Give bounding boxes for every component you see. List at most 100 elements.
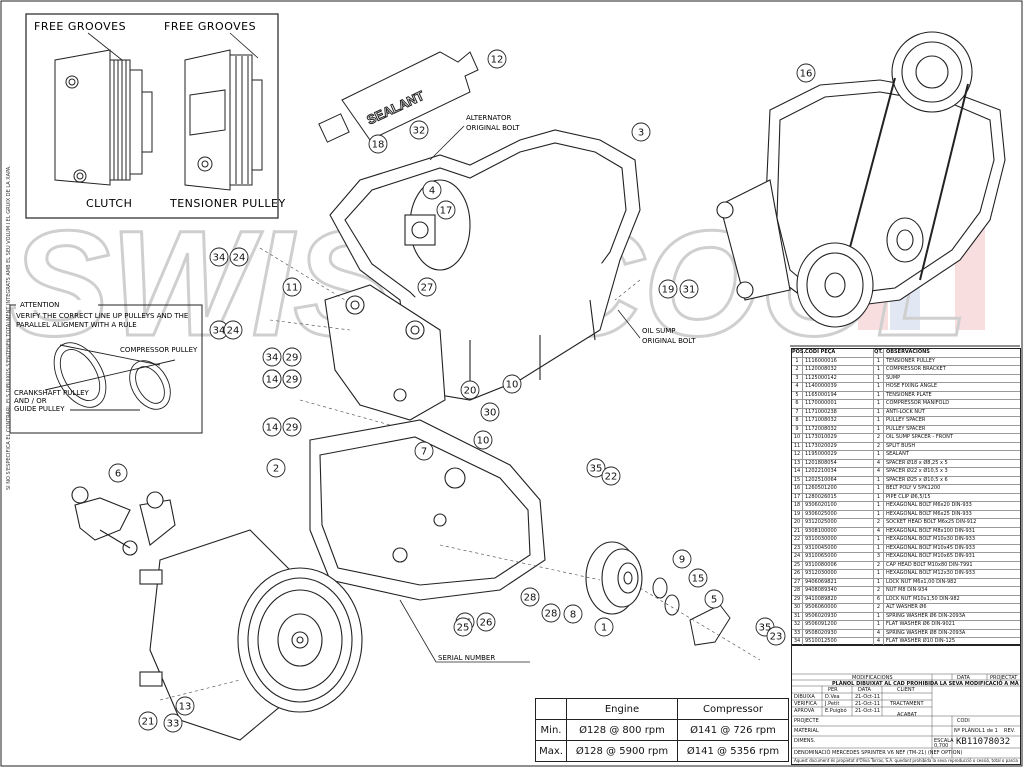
parts-cell-qty: 1	[874, 408, 884, 416]
parts-cell-pos: 7	[792, 408, 803, 416]
parts-cell-notes: CAP HEAD BOLT M10x80 DIN-7991	[886, 561, 973, 568]
callout-balloon: 29	[282, 369, 302, 389]
callout-number: 4	[429, 186, 435, 197]
tb-tractament: TRACTAMENT	[890, 701, 924, 707]
callout-balloon: 6	[108, 463, 128, 483]
parts-cell-pos: 19	[792, 510, 803, 518]
callout-number: 14	[266, 423, 279, 434]
parts-cell-code: 9406069821	[803, 578, 874, 586]
parts-cell-code: 9310030000	[803, 536, 874, 544]
rpm-col-compressor: Compressor	[703, 703, 763, 715]
parts-cell-qty: 3	[874, 553, 884, 561]
tb-material: MATERIAL	[794, 728, 819, 734]
parts-cell-qty: 1	[874, 570, 884, 578]
alternator-label-2: ORIGINAL BOLT	[466, 124, 520, 132]
callout-number: 1	[601, 623, 607, 634]
tb-projecte: PROJECTE	[794, 718, 819, 724]
tb-data: DATA	[957, 675, 970, 681]
tensioner-sketch	[184, 49, 263, 191]
callout-number: 20	[464, 386, 477, 397]
callout-number: 10	[506, 380, 519, 391]
drawing-number: KB11078032	[956, 737, 1011, 747]
callout-balloon: 14	[262, 417, 282, 437]
tb-escala: ESCALA	[934, 738, 954, 744]
callout-balloon: 15	[688, 568, 708, 588]
parts-cell-code: 9312030000	[803, 570, 874, 578]
parts-cell-pos: 10	[792, 434, 803, 442]
crankshaft-note-3: GUIDE PULLEY	[14, 405, 65, 413]
parts-cell-notes: LOCK NUT M10x1,50 DIN-982	[886, 595, 960, 602]
rpm-min-engine: Ø128 @ 800 rpm	[567, 720, 678, 740]
callout-balloon: 33	[163, 713, 183, 733]
callout-number: 11	[286, 283, 299, 294]
callout-balloon: 2	[266, 458, 286, 478]
header-notes: OBSERVACIONS	[886, 349, 930, 355]
callout-number: 29	[286, 375, 299, 386]
parts-cell-notes: SPRING WASHER Ø6 DIN-2093A	[886, 612, 966, 619]
parts-cell-notes: HEXAGONAL BOLT M12x30 DIN-933	[886, 570, 976, 576]
parts-cell-qty: 4	[874, 527, 884, 535]
parts-cell-notes: FLAT WASHER Ø10 DIN-125	[886, 638, 955, 644]
parts-cell-qty: 1	[874, 544, 884, 552]
tb-aprova: APROVA	[794, 708, 815, 714]
tb-client: CLIENT	[897, 687, 915, 693]
parts-cell-notes: SPRING WASHER Ø8 DIN-2093A	[886, 629, 966, 636]
callout-balloon: 14	[262, 369, 282, 389]
parts-cell-code: 1173010029	[803, 434, 874, 442]
callout-number: 35	[590, 464, 603, 475]
alternator-label-1: ALTERNATOR	[466, 114, 512, 122]
parts-cell-code: 9506020930	[803, 612, 874, 620]
parts-cell-code: 9510012500	[803, 638, 874, 646]
parts-cell-notes: SPACER Ø22 x Ø10,5 x 3	[886, 468, 948, 474]
tb-dimens: DIMENS.	[794, 738, 816, 744]
parts-cell-notes: BELT POLY V 5PK1200	[886, 485, 941, 491]
callout-number: 31	[683, 285, 696, 296]
callout-number: 10	[477, 436, 490, 447]
serial-number-label: SERIAL NUMBER	[438, 654, 495, 662]
rpm-min-label: Min.	[536, 720, 567, 740]
attention-title: ATTENTION	[20, 301, 59, 309]
callout-balloon: 28	[520, 587, 540, 607]
parts-cell-pos: 30	[792, 604, 803, 612]
callout-number: 30	[484, 408, 497, 419]
callout-number: 34	[266, 353, 279, 364]
rpm-table: Engine Compressor Min. Ø128 @ 800 rpm Ø1…	[535, 698, 789, 762]
callout-balloon: 32	[409, 120, 429, 140]
parts-cell-notes: NUT M8 DIN-934	[886, 587, 928, 593]
parts-cell-notes: ALT WASHER Ø6	[886, 604, 927, 610]
tb-plano-no: Nº PLÀNOL	[954, 728, 982, 734]
callout-number: 13	[179, 702, 192, 713]
callout-balloon: 11	[282, 277, 302, 297]
parts-cell-notes: HEXAGONAL BOLT M6x20 DIN-933	[886, 502, 972, 508]
parts-cell-notes: FLAT WASHER Ø6 DIN-9021	[886, 621, 955, 627]
tb-rev: REV.	[1004, 728, 1015, 734]
side-note: SI NO S'ESPECIFICA EL CONTRARI, ELS DIBU…	[6, 165, 12, 490]
parts-cell-notes: OIL SUMP SPACER - FRONT	[886, 434, 953, 440]
parts-cell-pos: 2	[792, 366, 803, 374]
callout-number: 28	[545, 609, 558, 620]
parts-cell-pos: 26	[792, 570, 803, 578]
callout-number: 3	[638, 128, 644, 139]
parts-cell-pos: 1	[792, 357, 803, 365]
attention-line-2: PARALLEL ALIGMENT WITH A RULE	[16, 321, 137, 329]
callout-balloon: 17	[436, 200, 456, 220]
parts-cell-code: 1260501200	[803, 485, 874, 493]
parts-cell-notes: COMPRESSOR BRACKET	[886, 366, 946, 372]
callout-number: 34	[213, 253, 226, 264]
parts-cell-notes: LOCK NUT M6x1,00 DIN-982	[886, 578, 957, 585]
parts-cell-qty: 1	[874, 621, 884, 629]
parts-cell-qty: 1	[874, 493, 884, 501]
parts-cell-notes: HOSE FIXING ANGLE	[886, 383, 938, 389]
parts-cell-pos: 14	[792, 468, 803, 476]
